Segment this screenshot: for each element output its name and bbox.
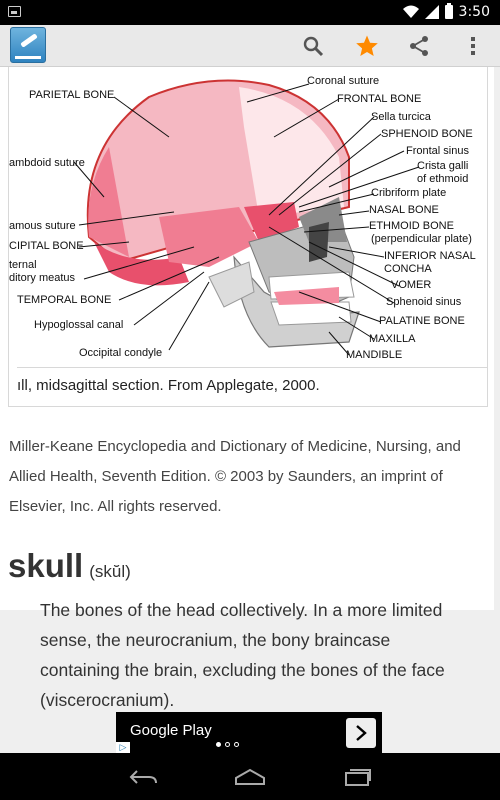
label-sphenoid-bone: SPHENOID BONE — [381, 128, 473, 140]
chevron-right-icon — [356, 725, 367, 741]
status-bar: 3:50 — [0, 0, 500, 25]
label-external-meatus-1: ternal — [9, 259, 37, 271]
label-occipital-bone: CIPITAL BONE — [9, 240, 84, 252]
skull-illustration — [73, 79, 420, 356]
status-time: 3:50 — [458, 4, 490, 20]
label-mandible: MANDIBLE — [346, 349, 403, 361]
navigation-bar — [0, 753, 500, 800]
label-temporal-bone: TEMPORAL BONE — [17, 294, 112, 306]
headword: skull — [8, 547, 84, 584]
label-lambdoid-suture: ambdoid suture — [9, 157, 85, 169]
search-icon — [303, 36, 324, 57]
share-button[interactable] — [406, 33, 432, 59]
label-inferior-nasal-1: INFERIOR NASAL — [384, 250, 476, 262]
label-coronal-suture: Coronal suture — [307, 75, 380, 87]
notification-icon — [8, 6, 21, 17]
label-hypoglossal-canal: Hypoglossal canal — [34, 319, 124, 331]
label-crista-galli-2: of ethmoid — [417, 173, 469, 185]
skull-figure: PARIETAL BONE ambdoid suture amous sutur… — [8, 67, 488, 407]
pronunciation: (skŭl) — [89, 562, 131, 581]
favorite-button[interactable] — [354, 33, 380, 59]
app-icon[interactable] — [10, 27, 46, 63]
label-ethmoid-bone-2: (perpendicular plate) — [371, 233, 472, 245]
label-occipital-condyle: Occipital condyle — [79, 347, 163, 359]
recents-icon — [345, 769, 371, 786]
label-external-meatus-2: ditory meatus — [9, 272, 76, 284]
wifi-icon — [402, 5, 419, 18]
label-frontal-bone: FRONTAL BONE — [337, 93, 422, 105]
figure-caption: ıll, midsagittal section. From Applegate… — [17, 377, 320, 394]
definition: The bones of the head collectively. In a… — [40, 600, 445, 710]
ad-label: Google Play — [130, 722, 212, 739]
ad-choices-icon[interactable]: ▷ — [116, 742, 130, 753]
signal-icon — [424, 5, 439, 19]
home-icon — [235, 768, 265, 785]
ad-page-dot — [234, 742, 239, 747]
ad-next-button[interactable] — [346, 718, 376, 748]
label-crista-galli-1: Crista galli — [417, 160, 469, 172]
label-cribriform-plate: Cribriform plate — [371, 187, 447, 199]
label-maxilla: MAXILLA — [369, 333, 416, 345]
overflow-menu-button[interactable] — [460, 33, 486, 59]
label-sella-turcica: Sella turcica — [371, 111, 431, 123]
ad-banner[interactable]: Google Play — [116, 712, 382, 753]
entry-content[interactable]: PARIETAL BONE ambdoid suture amous sutur… — [0, 67, 500, 753]
label-nasal-bone: NASAL BONE — [369, 204, 439, 216]
label-squamous-suture: amous suture — [9, 220, 76, 232]
back-icon — [129, 770, 157, 784]
figure-source: Miller-Keane Encyclopedia and Dictionary… — [9, 438, 461, 515]
figure-caption-strip: ıll, midsagittal section. From Applegate… — [17, 367, 487, 406]
label-frontal-sinus: Frontal sinus — [406, 145, 469, 157]
battery-icon — [444, 3, 453, 19]
back-button[interactable] — [124, 763, 164, 791]
label-vomer: VOMER — [391, 279, 432, 291]
share-icon — [410, 36, 428, 56]
star-icon — [356, 35, 378, 56]
label-sphenoid-sinus: Sphenoid sinus — [386, 296, 462, 308]
recents-button[interactable] — [338, 763, 378, 791]
figure-card: PARIETAL BONE ambdoid suture amous sutur… — [0, 67, 494, 610]
action-bar — [0, 25, 500, 67]
label-inferior-nasal-2: CONCHA — [384, 263, 432, 275]
label-parietal-bone: PARIETAL BONE — [29, 89, 115, 101]
ad-page-dot — [225, 742, 230, 747]
dictionary-entry: skull (skŭl) The bones of the head collec… — [8, 547, 488, 710]
ad-page-dots — [216, 742, 239, 747]
ad-page-dot — [216, 742, 221, 747]
overflow-menu-icon — [471, 37, 475, 55]
label-palatine-bone: PALATINE BONE — [379, 315, 465, 327]
search-button[interactable] — [300, 33, 326, 59]
home-button[interactable] — [230, 763, 270, 791]
label-ethmoid-bone-1: ETHMOID BONE — [369, 220, 454, 232]
